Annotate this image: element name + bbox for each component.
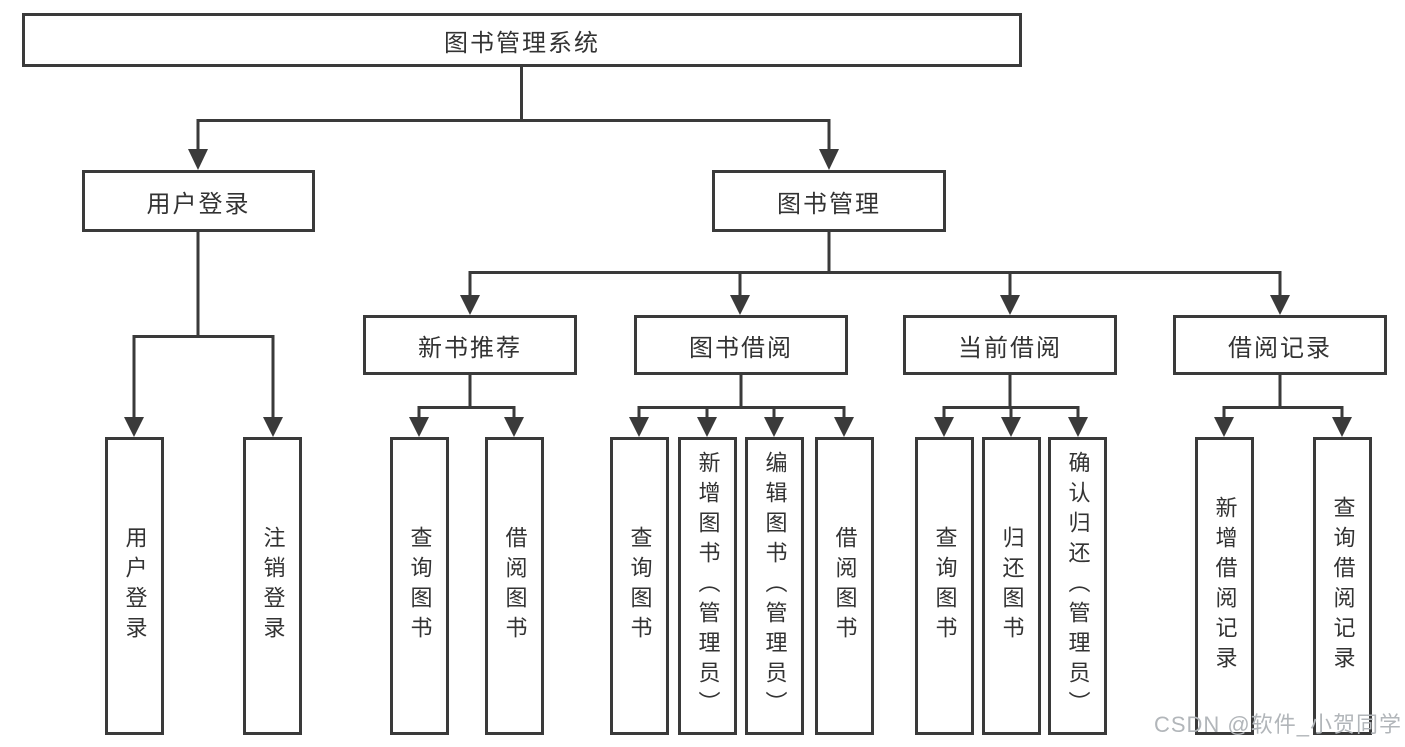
node-borrow-records: 借阅记录 <box>1173 315 1387 375</box>
arrow-to-cb-query <box>934 417 954 437</box>
leaf-logout: 注销登录 <box>243 437 302 735</box>
node-user-login-label: 用户登录 <box>146 190 251 218</box>
leaf-cb-query-books: 查询图书 <box>915 437 974 735</box>
leaf-nbr-borrow-books: 借阅图书 <box>485 437 544 735</box>
arrow-to-nbr-query <box>409 417 429 437</box>
node-borrow-records-label: 借阅记录 <box>1228 334 1332 362</box>
arrow-to-bb-borrow <box>834 417 854 437</box>
leaf-cb-return-books-label: 归还图书 <box>999 526 1025 646</box>
arrow-to-nbr-borrow <box>504 417 524 437</box>
arrow-to-current-borrow <box>1000 295 1020 315</box>
node-book-management: 图书管理 <box>712 170 946 232</box>
arrow-to-book-management <box>819 149 839 170</box>
leaf-br-query-record-label: 查询借阅记录 <box>1330 496 1356 676</box>
leaf-bb-edit-books-admin-label: 编辑图书（管理员） <box>762 451 788 721</box>
arrow-to-leaf-login <box>124 417 144 437</box>
arrow-to-user-login <box>188 149 208 170</box>
leaf-nbr-query-books-label: 查询图书 <box>407 526 433 646</box>
arrow-to-cb-return <box>1001 417 1021 437</box>
node-root-system: 图书管理系统 <box>22 13 1022 67</box>
node-current-borrow-label: 当前借阅 <box>958 334 1062 362</box>
leaf-nbr-borrow-books-label: 借阅图书 <box>502 526 528 646</box>
arrow-to-book-borrow <box>730 295 750 315</box>
leaf-bb-query-books: 查询图书 <box>610 437 669 735</box>
leaf-bb-add-books-admin: 新增图书（管理员） <box>678 437 737 735</box>
arrow-to-bb-query <box>629 417 649 437</box>
node-root-system-label: 图书管理系统 <box>444 29 600 57</box>
leaf-br-query-record: 查询借阅记录 <box>1313 437 1372 735</box>
leaf-user-login: 用户登录 <box>105 437 164 735</box>
node-new-book-recommend-label: 新书推荐 <box>418 334 522 362</box>
leaf-bb-query-books-label: 查询图书 <box>627 526 653 646</box>
leaf-bb-add-books-admin-label: 新增图书（管理员） <box>695 451 721 721</box>
csdn-watermark: CSDN @软件_小贺同学 <box>1153 712 1402 737</box>
leaf-user-login-label: 用户登录 <box>122 526 148 646</box>
arrow-to-bb-add <box>697 417 717 437</box>
leaf-bb-borrow-books-label: 借阅图书 <box>832 526 858 646</box>
leaf-nbr-query-books: 查询图书 <box>390 437 449 735</box>
arrow-to-new-book-recommend <box>460 295 480 315</box>
arrow-to-borrow-records <box>1270 295 1290 315</box>
leaf-cb-query-books-label: 查询图书 <box>932 526 958 646</box>
leaf-cb-return-books: 归还图书 <box>982 437 1041 735</box>
node-new-book-recommend: 新书推荐 <box>363 315 577 375</box>
node-book-management-label: 图书管理 <box>777 190 881 218</box>
arrow-to-br-query <box>1332 417 1352 437</box>
node-book-borrow: 图书借阅 <box>634 315 848 375</box>
arrow-to-br-add <box>1214 417 1234 437</box>
arrow-to-bb-edit <box>764 417 784 437</box>
arrow-to-leaf-logout <box>263 417 283 437</box>
leaf-bb-borrow-books: 借阅图书 <box>815 437 874 735</box>
leaf-cb-confirm-return-admin: 确认归还（管理员） <box>1048 437 1107 735</box>
leaf-cb-confirm-return-admin-label: 确认归还（管理员） <box>1065 451 1091 721</box>
node-user-login: 用户登录 <box>82 170 315 232</box>
leaf-br-add-record: 新增借阅记录 <box>1195 437 1254 735</box>
arrow-to-cb-confirm <box>1068 417 1088 437</box>
leaf-logout-label: 注销登录 <box>260 526 286 646</box>
node-book-borrow-label: 图书借阅 <box>689 334 793 362</box>
node-current-borrow: 当前借阅 <box>903 315 1117 375</box>
leaf-bb-edit-books-admin: 编辑图书（管理员） <box>745 437 804 735</box>
leaf-br-add-record-label: 新增借阅记录 <box>1212 496 1238 676</box>
